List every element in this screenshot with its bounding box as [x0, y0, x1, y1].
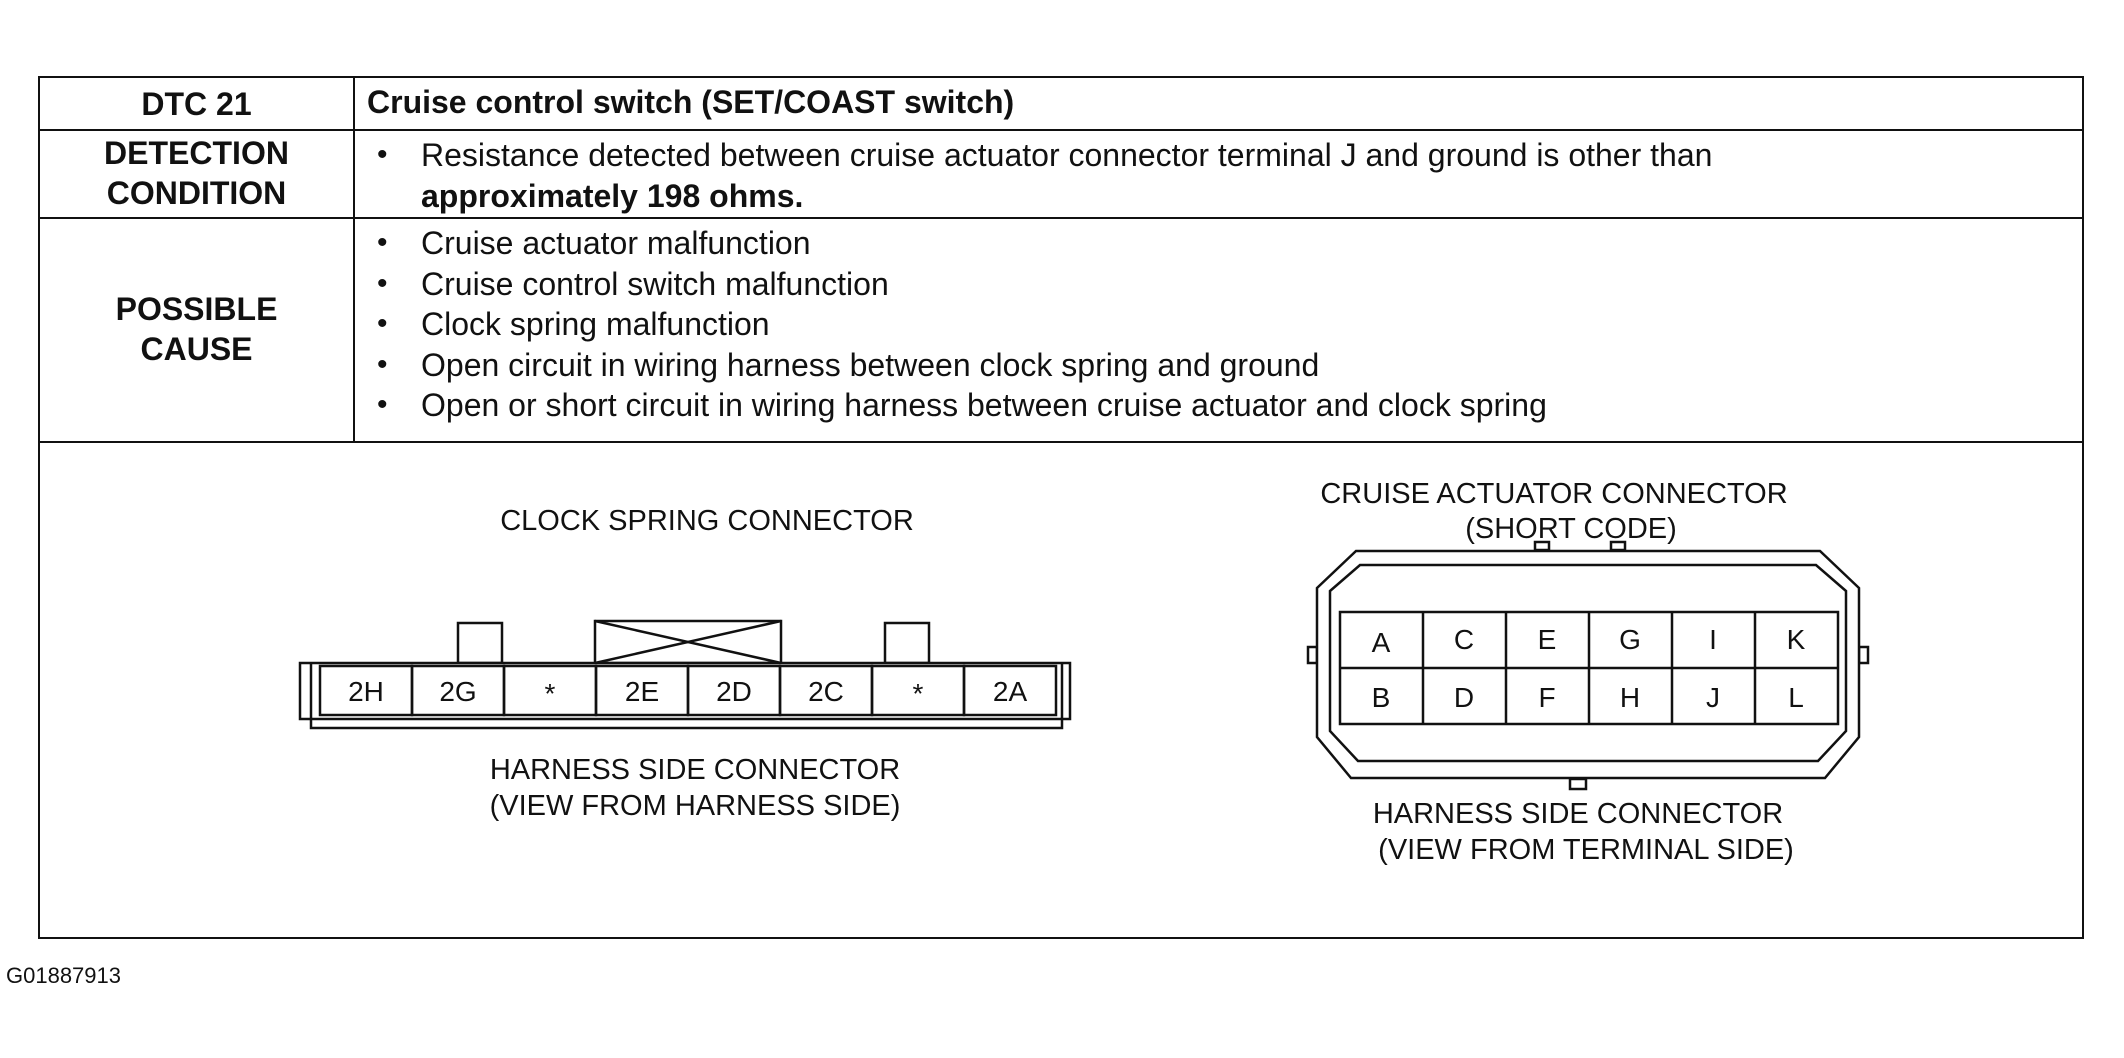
dtc-title: Cruise control switch (SET/COAST switch) [367, 84, 1015, 120]
clock-spring-terminal: 2D [716, 676, 752, 707]
dtc-label: DTC 21 [40, 78, 355, 129]
cruise-actuator-terminal: L [1788, 682, 1804, 713]
cruise-actuator-caption-line2: (VIEW FROM TERMINAL SIDE) [1378, 834, 1794, 866]
detection-row: DETECTION CONDITION Resistance detected … [40, 129, 2082, 219]
list-item: Resistance detected between cruise actua… [371, 135, 1712, 216]
cruise-actuator-terminal: K [1787, 624, 1806, 655]
clock-spring-terminal: 2H [348, 676, 384, 707]
clock-spring-terminal: * [545, 678, 556, 709]
cruise-actuator-title-line1: CRUISE ACTUATOR CONNECTOR [1320, 478, 1787, 510]
possible-cause-list: Cruise actuator malfunction Cruise contr… [371, 223, 1547, 426]
connector-diagram-area: CLOCK SPRING CONNECTOR [40, 441, 2082, 937]
possible-cause-label: POSSIBLE CAUSE [40, 217, 355, 441]
cruise-actuator-terminal: D [1454, 682, 1474, 713]
cruise-actuator-terminal: J [1706, 682, 1720, 713]
connector-diagrams: CLOCK SPRING CONNECTOR [298, 478, 1870, 866]
clock-spring-connector: CLOCK SPRING CONNECTOR [298, 505, 1072, 822]
list-item: Open circuit in wiring harness between c… [371, 345, 1547, 386]
cruise-actuator-terminal: G [1619, 624, 1641, 655]
detection-cell: Resistance detected between cruise actua… [355, 129, 2082, 217]
cruise-actuator-title-line2: (SHORT CODE) [1465, 513, 1677, 545]
clock-spring-terminal: 2A [993, 676, 1028, 707]
cruise-actuator-terminal: E [1538, 624, 1557, 655]
clock-spring-terminal: 2G [439, 676, 476, 707]
list-item: Cruise control switch malfunction [371, 264, 1547, 305]
cruise-actuator-terminal: I [1709, 624, 1717, 655]
possible-cause-cell: Cruise actuator malfunction Cruise contr… [355, 217, 2082, 441]
list-item: Cruise actuator malfunction [371, 223, 1547, 264]
cruise-actuator-terminal: H [1620, 682, 1640, 713]
dtc-title-cell: Cruise control switch (SET/COAST switch) [355, 78, 2082, 129]
clock-spring-caption-line1: HARNESS SIDE CONNECTOR [490, 754, 900, 786]
cruise-actuator-terminal: B [1372, 682, 1391, 713]
list-item: Clock spring malfunction [371, 304, 1547, 345]
detection-list: Resistance detected between cruise actua… [371, 135, 1712, 216]
detection-text: Resistance detected between cruise actua… [421, 137, 1713, 173]
clock-spring-terminal: * [913, 678, 924, 709]
cruise-actuator-caption-line1: HARNESS SIDE CONNECTOR [1373, 798, 1783, 830]
dtc-row: DTC 21 Cruise control switch (SET/COAST … [40, 78, 2082, 131]
detection-label: DETECTION CONDITION [40, 129, 355, 217]
clock-spring-caption-line2: (VIEW FROM HARNESS SIDE) [490, 790, 901, 822]
clock-spring-terminal: 2C [808, 676, 844, 707]
list-item: Open or short circuit in wiring harness … [371, 385, 1547, 426]
figure-code: G01887913 [6, 963, 121, 988]
cruise-actuator-connector: CRUISE ACTUATOR CONNECTOR (SHORT CODE) [1306, 478, 1870, 866]
dtc-table: DTC 21 Cruise control switch (SET/COAST … [38, 76, 2084, 939]
possible-cause-row: POSSIBLE CAUSE Cruise actuator malfuncti… [40, 217, 2082, 443]
cruise-actuator-terminal: A [1372, 627, 1391, 658]
clock-spring-terminal: 2E [625, 676, 659, 707]
cruise-actuator-terminal: F [1538, 682, 1555, 713]
detection-bold-text: approximately 198 ohms. [421, 177, 804, 214]
cruise-actuator-terminal: C [1454, 624, 1474, 655]
clock-spring-title: CLOCK SPRING CONNECTOR [500, 505, 914, 537]
